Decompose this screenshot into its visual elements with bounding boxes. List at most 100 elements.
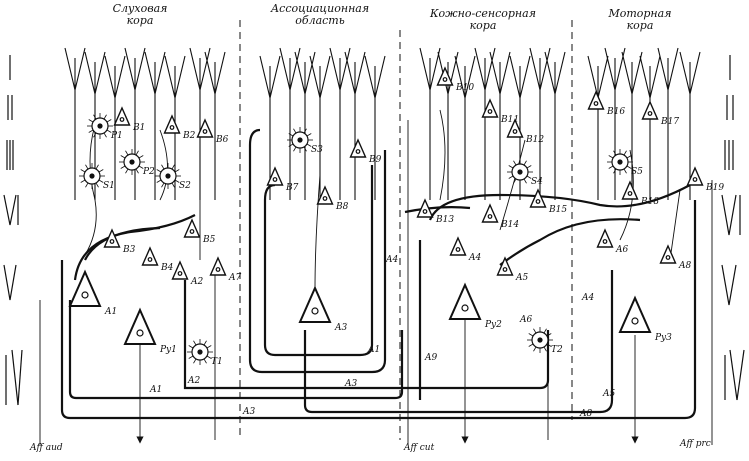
cell-label-p2: P2 bbox=[142, 167, 155, 177]
layer-markers-right bbox=[722, 55, 744, 400]
apical-dendrite bbox=[588, 56, 608, 200]
region-title-association-line2: область bbox=[265, 15, 375, 27]
cell-label-b18: B18 bbox=[640, 197, 659, 207]
pathway-label: A4 bbox=[581, 293, 594, 303]
neuron-p2 bbox=[119, 149, 145, 175]
neuron-py1 bbox=[125, 310, 155, 344]
aff-prc-label: Aff prc bbox=[679, 439, 711, 449]
association-fibers bbox=[62, 130, 695, 418]
neuron-b5 bbox=[185, 220, 200, 237]
neuron-b16 bbox=[589, 92, 604, 109]
cell-label-a8: A8 bbox=[678, 261, 691, 271]
region-title-somatosensory-line2: кора bbox=[428, 20, 538, 32]
cell-label-b17: B17 bbox=[660, 117, 679, 127]
pathway-label: A3 bbox=[344, 379, 357, 389]
region-title-motor: Моторная кора bbox=[600, 8, 680, 32]
cell-label-b6: B6 bbox=[215, 135, 229, 145]
apical-dendrite bbox=[345, 52, 365, 200]
cell-label-py3: Py3 bbox=[654, 333, 672, 343]
aff-aud-label: Aff aud bbox=[29, 443, 63, 453]
apical-dendrite bbox=[490, 52, 510, 200]
apical-dendrite bbox=[622, 52, 642, 200]
apical-dendrite bbox=[365, 56, 385, 200]
region-title-auditory-line2: кора bbox=[100, 15, 180, 27]
cell-label-a3: A3 bbox=[334, 323, 347, 333]
cell-label-s2: S2 bbox=[179, 181, 191, 191]
neuron-s3 bbox=[287, 127, 313, 153]
aff-cut-label: Aff cut bbox=[403, 443, 435, 453]
apical-dendrite bbox=[330, 48, 350, 200]
neuron-p1 bbox=[87, 113, 113, 139]
cell-label-py2: Py2 bbox=[484, 320, 502, 330]
neuron-b9 bbox=[351, 140, 366, 157]
cell-label-b10: B10 bbox=[455, 83, 474, 93]
neuron-b18 bbox=[623, 182, 638, 199]
pathway-label: A2 bbox=[187, 376, 200, 386]
apical-dendrite bbox=[545, 52, 565, 200]
cell-label-a2: A2 bbox=[190, 277, 203, 287]
neuron-s5 bbox=[607, 149, 633, 175]
cell-label-a7: A7 bbox=[228, 273, 241, 283]
pathway-label: A3 bbox=[242, 407, 255, 417]
cell-label-b5: B5 bbox=[202, 235, 216, 245]
neuron-s2 bbox=[155, 163, 181, 189]
pathway-label: A6 bbox=[519, 315, 532, 325]
cell-label-b1: B1 bbox=[132, 123, 145, 133]
pathway-label: A8 bbox=[579, 409, 592, 419]
neuron-b4 bbox=[143, 248, 158, 265]
region-title-motor-line2: кора bbox=[600, 20, 680, 32]
neuron-t1 bbox=[187, 339, 213, 365]
neuron-a3 bbox=[300, 288, 330, 322]
region-title-auditory: Слуховая кора bbox=[100, 3, 180, 27]
apical-dendrite bbox=[280, 48, 300, 200]
neuron-py2 bbox=[450, 285, 480, 319]
apical-dendrite bbox=[295, 52, 315, 200]
cell-label-b9: B9 bbox=[368, 155, 382, 165]
cell-label-b7: B7 bbox=[285, 183, 299, 193]
neuron-a8 bbox=[661, 246, 676, 263]
cell-label-py1: Py1 bbox=[159, 345, 177, 355]
cell-label-a5: A5 bbox=[515, 273, 528, 283]
pathway-label: A1 bbox=[367, 345, 380, 355]
neuron-b1 bbox=[115, 108, 130, 125]
apical-dendrite bbox=[65, 48, 85, 200]
cell-label-b4: B4 bbox=[160, 263, 174, 273]
pathway-label: A9 bbox=[424, 353, 437, 363]
cell-label-s1: S1 bbox=[103, 181, 115, 191]
cell-label-s3: S3 bbox=[311, 145, 323, 155]
cell-label-b15: B15 bbox=[548, 205, 567, 215]
neuron-a4 bbox=[451, 238, 466, 255]
pathway-label: A4 bbox=[385, 255, 398, 265]
cell-label-s4: S4 bbox=[531, 177, 543, 187]
cell-label-b12: B12 bbox=[525, 135, 544, 145]
apical-dendrite bbox=[640, 56, 660, 200]
apical-dendrite bbox=[420, 48, 440, 200]
neuron-b2 bbox=[165, 116, 180, 133]
neuron-a6 bbox=[598, 230, 613, 247]
neuron-a2 bbox=[173, 262, 188, 279]
neuron-b17 bbox=[643, 102, 658, 119]
neuron-a7 bbox=[211, 258, 226, 275]
neuron-py3 bbox=[620, 298, 650, 332]
cell-label-b3: B3 bbox=[122, 245, 136, 255]
neuron-b14 bbox=[483, 205, 498, 222]
region-title-somatosensory: Кожно-сенсорная кора bbox=[428, 8, 538, 32]
cell-label-b11: B11 bbox=[500, 115, 519, 125]
cell-label-a6: A6 bbox=[615, 245, 628, 255]
apical-dendrite bbox=[455, 56, 475, 200]
cell-label-s5: S5 bbox=[631, 167, 643, 177]
neuron-a5 bbox=[498, 258, 513, 275]
cell-label-b13: B13 bbox=[435, 215, 454, 225]
cell-label-a1: A1 bbox=[104, 307, 117, 317]
cell-label-b16: B16 bbox=[606, 107, 625, 117]
cell-label-b8: B8 bbox=[335, 202, 349, 212]
cell-label-a4: A4 bbox=[468, 253, 481, 263]
apical-dendrite bbox=[605, 48, 625, 200]
cell-label-b14: B14 bbox=[500, 220, 519, 230]
neuron-b15 bbox=[531, 190, 546, 207]
neuron-b10 bbox=[438, 68, 453, 85]
layer-markers-left bbox=[4, 55, 22, 405]
neuron-s1 bbox=[79, 163, 105, 189]
pathway-label: A5 bbox=[602, 389, 615, 399]
